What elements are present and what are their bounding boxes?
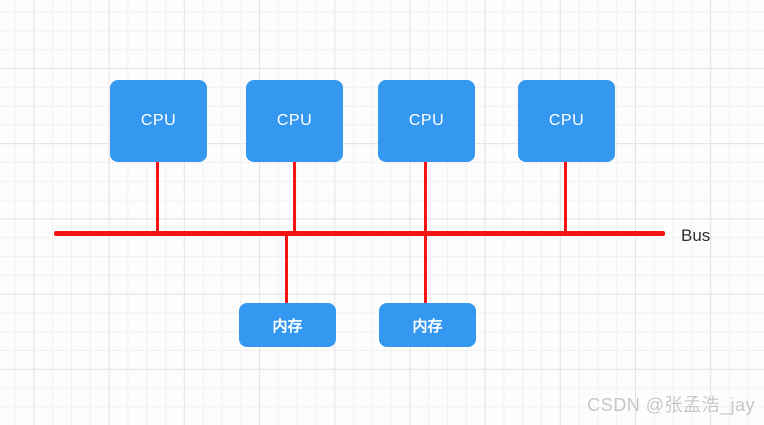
memory2-bus-connector-line — [424, 234, 427, 305]
cpu-node-1: CPU — [110, 80, 207, 162]
cpu1-bus-connector-line — [156, 160, 159, 234]
cpu-node-4: CPU — [518, 80, 615, 162]
cpu3-bus-connector-line — [424, 160, 427, 234]
memory-node-2-label: 内存 — [412, 317, 443, 335]
cpu-node-3-label: CPU — [408, 112, 445, 129]
memory-node-2: 内存 — [379, 303, 476, 347]
cpu-node-2-label: CPU — [276, 112, 313, 129]
memory1-bus-connector-line — [284, 234, 288, 305]
bus-label: Bus — [681, 226, 711, 245]
cpu-node-1-label: CPU — [140, 112, 177, 129]
csdn-watermark: CSDN @张孟浩_jay — [587, 395, 755, 415]
cpu-node-4-label: CPU — [548, 112, 585, 129]
cpu-node-2: CPU — [246, 80, 343, 162]
cpu4-bus-connector-line — [564, 160, 567, 234]
memory-node-1-label: 内存 — [272, 317, 303, 335]
cpu-node-3: CPU — [378, 80, 475, 162]
memory-node-1: 内存 — [239, 303, 336, 347]
cpu2-bus-connector-line — [292, 160, 296, 234]
bus-line — [54, 231, 665, 236]
